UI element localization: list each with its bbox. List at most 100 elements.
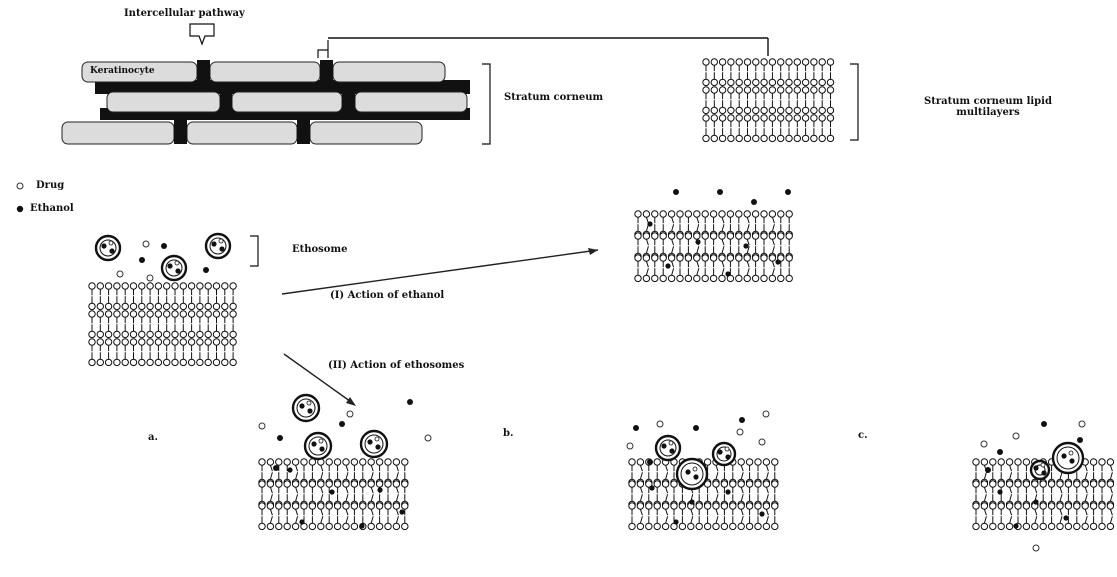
lipid-head xyxy=(1107,481,1113,487)
lipid-tail xyxy=(640,509,642,515)
lipid-head xyxy=(710,233,716,239)
lipid-head xyxy=(728,87,734,93)
lipid-multilayer xyxy=(89,283,237,366)
lipid-head xyxy=(694,255,700,261)
lipid-head xyxy=(205,331,211,337)
lipid-head xyxy=(629,481,635,487)
lipid-head xyxy=(761,115,767,121)
lipid-tail xyxy=(321,516,323,523)
lipid-head xyxy=(122,311,128,317)
lipid-head xyxy=(230,331,236,337)
lipid-head xyxy=(213,339,219,345)
lipid-head xyxy=(778,115,784,121)
lipid-head xyxy=(222,303,228,309)
lipid-tail xyxy=(646,268,648,275)
lipid-head xyxy=(139,359,145,365)
lipid-head xyxy=(981,481,987,487)
drug-dot xyxy=(1041,463,1045,467)
lipid-head xyxy=(744,87,750,93)
lipid-head xyxy=(360,481,366,487)
lipid-head xyxy=(736,59,742,65)
lipid-head xyxy=(1099,523,1105,529)
lipid-head xyxy=(704,503,710,509)
lipid-head xyxy=(393,503,399,509)
lipid-head xyxy=(778,107,784,113)
arrow-head xyxy=(346,397,356,406)
lipid-head xyxy=(343,523,349,529)
lipid-head xyxy=(662,481,668,487)
lipid-head xyxy=(334,459,340,465)
lipid-head xyxy=(811,79,817,85)
lipid-head xyxy=(147,283,153,289)
ethanol-particle xyxy=(633,425,639,431)
lipid-multilayers-line1: Stratum corneum lipid xyxy=(888,96,1088,107)
lipid-tail xyxy=(741,472,743,479)
ethanol-dot xyxy=(1069,458,1074,463)
lipid-tail xyxy=(640,472,642,479)
lipid-tail xyxy=(1060,487,1062,493)
lipid-head xyxy=(703,107,709,113)
lipid-head xyxy=(679,523,685,529)
lipid-head xyxy=(147,311,153,317)
drug-particle xyxy=(981,441,987,447)
lipid-head xyxy=(819,115,825,121)
drug-dot xyxy=(219,239,223,243)
lipid-tail xyxy=(321,465,323,471)
lipid-head xyxy=(819,87,825,93)
lipid-head xyxy=(786,233,792,239)
lipid-head xyxy=(728,135,734,141)
lipid-head xyxy=(827,87,833,93)
ethanol-dot xyxy=(211,241,216,246)
lipid-head xyxy=(164,339,170,345)
lipid-head xyxy=(652,255,658,261)
lipid-head xyxy=(1006,523,1012,529)
lipid-head xyxy=(222,331,228,337)
lipid-head xyxy=(1099,503,1105,509)
lipid-head xyxy=(802,135,808,141)
lipid-head xyxy=(660,211,666,217)
lipid-tail xyxy=(1085,516,1087,523)
lipid-head xyxy=(728,107,734,113)
lipid-tail xyxy=(666,509,668,515)
lipid-head xyxy=(753,107,759,113)
drug-dot xyxy=(175,261,179,265)
lipid-head xyxy=(188,359,194,365)
lipid-head xyxy=(1057,481,1063,487)
lipid-tail xyxy=(772,246,774,253)
lipid-tail xyxy=(296,516,298,523)
lipid-tail xyxy=(672,261,674,267)
lipid-head xyxy=(761,107,767,113)
lipid-head xyxy=(205,303,211,309)
lipid-head xyxy=(139,303,145,309)
drug-dot xyxy=(109,241,113,245)
lipid-head xyxy=(1107,459,1113,465)
lipid-tail xyxy=(396,472,398,479)
lipid-head xyxy=(1065,523,1071,529)
lipid-head xyxy=(105,331,111,337)
lipid-head xyxy=(1107,523,1113,529)
lipid-tail xyxy=(371,487,373,493)
lipid-tail xyxy=(646,246,648,253)
lipid-tail xyxy=(984,487,986,493)
lipid-head xyxy=(643,275,649,281)
lipid-head xyxy=(744,275,750,281)
lipid-tail xyxy=(1085,465,1087,471)
lipid-head xyxy=(973,481,979,487)
lipid-head xyxy=(646,523,652,529)
ethanol-particle xyxy=(139,257,145,263)
lipid-tail xyxy=(371,509,373,515)
lipid-head xyxy=(730,481,736,487)
lipid-tail xyxy=(766,509,768,515)
lipid-head xyxy=(97,339,103,345)
lipid-head xyxy=(1032,523,1038,529)
lipid-head xyxy=(130,303,136,309)
lipid-head xyxy=(105,311,111,317)
drug-legend-icon xyxy=(17,183,23,189)
pathway-callout-icon xyxy=(190,24,214,44)
lipid-head xyxy=(746,523,752,529)
ethanol-particle xyxy=(1041,421,1047,427)
lipid-head xyxy=(719,115,725,121)
lipid-head xyxy=(385,481,391,487)
lipid-head xyxy=(703,115,709,121)
lipid-head xyxy=(122,331,128,337)
